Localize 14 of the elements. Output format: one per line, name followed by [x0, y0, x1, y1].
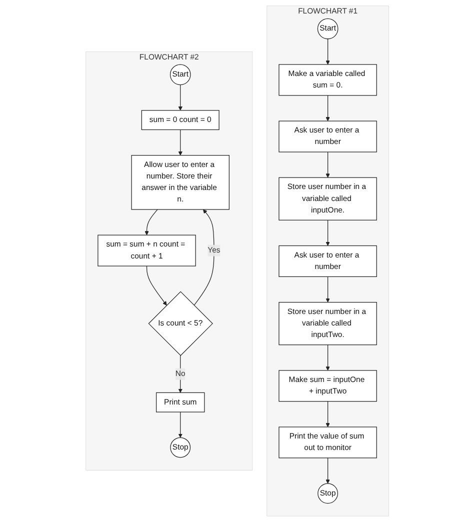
arrow: [325, 458, 330, 484]
arrow: [144, 209, 158, 236]
arrow: [178, 412, 182, 438]
arrow: [325, 95, 330, 122]
arrow: [325, 344, 330, 371]
arrow: [178, 84, 182, 111]
arrow: [325, 152, 330, 178]
arrow: [193, 209, 214, 306]
arrow: [325, 401, 330, 428]
arrow: [325, 38, 330, 65]
arrow: [325, 220, 330, 246]
arrow: [325, 276, 330, 302]
arrow: [178, 129, 182, 156]
arrow: [146, 266, 167, 306]
